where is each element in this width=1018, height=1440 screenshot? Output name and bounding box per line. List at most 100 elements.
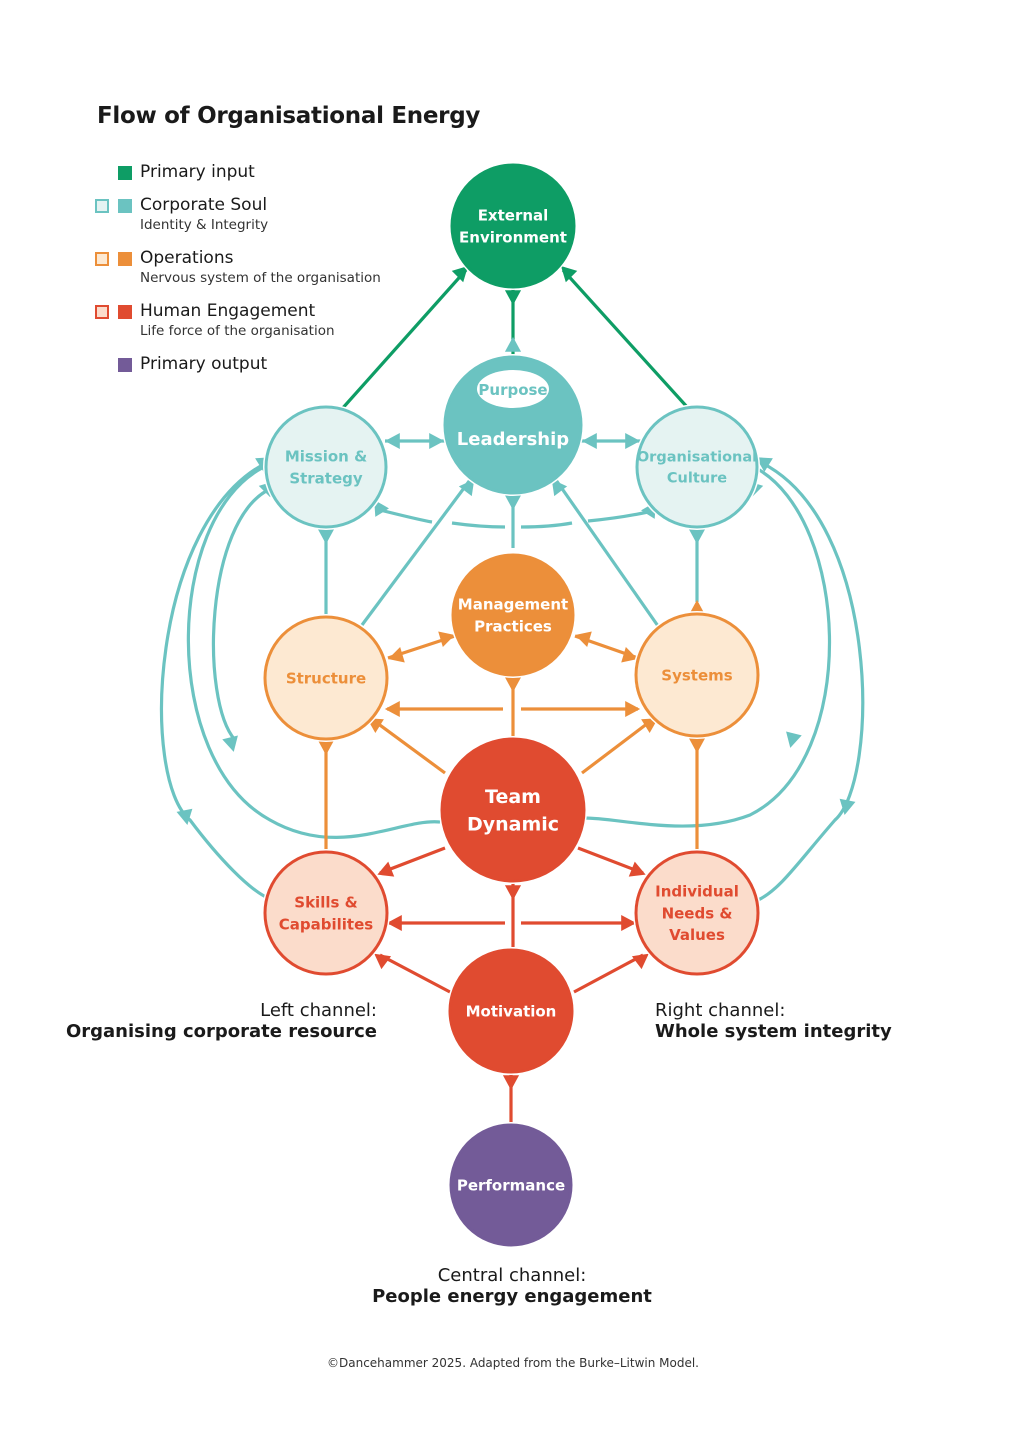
connector-culture-inner-loop bbox=[584, 466, 832, 828]
connector-mission-arc-mid bbox=[451, 521, 506, 529]
node-circle bbox=[448, 948, 574, 1074]
central-channel-description: People energy engagement bbox=[372, 1286, 652, 1307]
node-motivation: Motivation bbox=[447, 947, 575, 1075]
node-label: Performance bbox=[457, 1176, 565, 1194]
legend-sublabel: Life force of the organisation bbox=[140, 323, 335, 339]
legend-label: Corporate Soul bbox=[140, 195, 268, 215]
connector-leadership-structure bbox=[360, 479, 472, 626]
arrowhead-into-management-practices bbox=[575, 631, 592, 647]
connector-culture-arc-right bbox=[587, 510, 649, 523]
node-circle bbox=[451, 553, 575, 677]
primary-output-swatch bbox=[118, 358, 132, 372]
node-label: Skills & bbox=[294, 894, 357, 912]
arrowhead-into-mission-strategy bbox=[384, 432, 400, 450]
node-skills-capabilities: Skills &Capabilites bbox=[262, 849, 390, 977]
arrowhead-from-leadership bbox=[504, 495, 522, 511]
arrowhead-from-organisational-culture bbox=[688, 529, 706, 545]
arrowhead-into-leadership bbox=[581, 432, 597, 450]
connector-mission-inner-loop-upper bbox=[211, 487, 271, 742]
human-engagement-swatch bbox=[118, 305, 132, 319]
arrowhead-into-systems bbox=[625, 700, 641, 718]
page-title: Flow of Organisational Energy bbox=[97, 103, 481, 129]
node-label: Leadership bbox=[457, 429, 569, 450]
right-channel-caption: Right channel: Whole system integrity bbox=[655, 1000, 892, 1042]
node-label: Culture bbox=[667, 471, 727, 487]
node-circle bbox=[450, 163, 576, 289]
legend-label: Primary input bbox=[140, 162, 255, 182]
arrowhead-into-mission-strategy bbox=[374, 499, 389, 517]
node-circle bbox=[634, 612, 760, 738]
connector-external-to-mission bbox=[339, 268, 468, 412]
connector-mission-outer-loop bbox=[159, 460, 269, 900]
legend-sublabel: Identity & Integrity bbox=[140, 217, 269, 233]
human-engagement-light-swatch bbox=[95, 305, 109, 319]
node-label: Individual bbox=[655, 883, 739, 901]
arrowhead-from-systems bbox=[688, 738, 706, 754]
arrowhead-outer-loop-right bbox=[839, 798, 856, 816]
connector-structure-team bbox=[372, 718, 446, 775]
left-channel-label: Left channel: bbox=[260, 1000, 377, 1021]
operations-light-swatch bbox=[95, 252, 109, 266]
purpose-badge bbox=[477, 370, 549, 408]
connector-systems-team bbox=[581, 718, 653, 775]
arrowhead-into-external-environment bbox=[451, 265, 469, 283]
arrowhead-outer-loop-left bbox=[176, 808, 193, 826]
arrowhead-from-motivation bbox=[502, 1075, 520, 1091]
node-label: Organisational bbox=[637, 450, 757, 466]
arrowhead-into-structure bbox=[384, 700, 400, 718]
arrowhead-into-organisational-culture bbox=[755, 457, 773, 472]
central-channel-caption: Central channel: People energy engagemen… bbox=[0, 1265, 1018, 1307]
arrowhead-into-skills-capabilities bbox=[377, 861, 395, 877]
arrowhead-from-mission-strategy bbox=[317, 529, 335, 545]
node-label: Mission & bbox=[285, 448, 367, 466]
operations-swatch bbox=[118, 252, 132, 266]
arrowhead-into-organisational-culture bbox=[625, 432, 641, 450]
legend-label: Primary output bbox=[140, 354, 268, 374]
corporate-soul-swatch bbox=[118, 199, 132, 213]
primary-input-swatch bbox=[118, 166, 132, 180]
connector-mission-arc-left bbox=[379, 508, 433, 524]
node-mission-strategy: Mission & Strategy bbox=[263, 404, 389, 530]
purpose-badge-label: Purpose bbox=[478, 381, 547, 399]
node-systems: Systems bbox=[633, 611, 761, 739]
arrowhead-into-leadership bbox=[504, 336, 522, 352]
arrowhead-into-leadership bbox=[458, 479, 475, 497]
node-label: Motivation bbox=[466, 1002, 557, 1020]
arrowhead-into-systems bbox=[621, 647, 638, 663]
arrowhead-from-management-practices bbox=[504, 677, 522, 693]
arrowhead-inner-loop-left bbox=[222, 735, 238, 752]
arrowhead-into-individual-needs-values bbox=[621, 914, 637, 932]
node-label: Practices bbox=[474, 617, 552, 635]
node-label: Environment bbox=[459, 228, 567, 246]
arrowheads bbox=[176, 265, 856, 1091]
copyright-footer: ©Dancehammer 2025. Adapted from the Burk… bbox=[327, 1356, 699, 1370]
arrowhead-into-management-practices bbox=[438, 631, 455, 647]
node-label: Dynamic bbox=[467, 814, 559, 836]
node-circle bbox=[263, 615, 389, 741]
node-circle bbox=[634, 850, 760, 976]
arrowhead-from-team-dynamic bbox=[504, 885, 522, 901]
arrowhead-into-external-environment bbox=[560, 265, 578, 283]
connector-motivation-individual bbox=[573, 953, 644, 994]
legend-label: Human Engagement bbox=[140, 301, 316, 321]
node-label: Management bbox=[458, 596, 568, 614]
right-channel-description: Whole system integrity bbox=[655, 1021, 892, 1042]
left-channel-caption: Left channel: Organising corporate resou… bbox=[66, 1000, 377, 1042]
arrowhead-from-structure bbox=[317, 740, 335, 756]
legend-label: Operations bbox=[140, 248, 234, 268]
node-label: Strategy bbox=[289, 469, 363, 487]
node-circle bbox=[449, 1123, 573, 1247]
node-structure: Structure bbox=[262, 614, 390, 742]
right-channel-label: Right channel: bbox=[655, 1000, 786, 1021]
nodes: ExternalEnvironmentPurposeLeadershipMiss… bbox=[262, 162, 761, 1248]
node-label: Structure bbox=[286, 669, 366, 687]
left-channel-description: Organising corporate resource bbox=[65, 1021, 377, 1042]
arrowhead-into-individual-needs-values bbox=[631, 953, 649, 970]
corporate-soul-light-swatch bbox=[95, 199, 109, 213]
node-circle bbox=[263, 850, 389, 976]
node-label: Team bbox=[485, 786, 541, 808]
